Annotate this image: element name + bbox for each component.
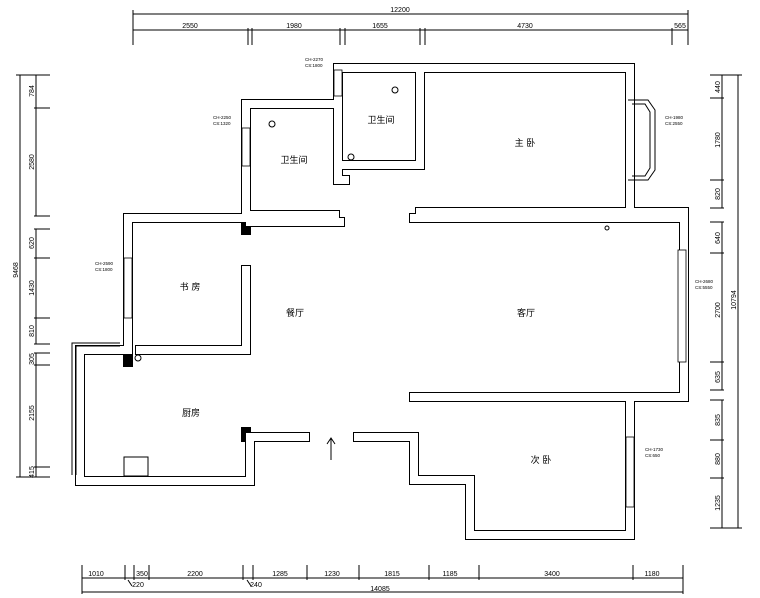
entrance-arrow-icon — [326, 437, 336, 460]
floor-drain-icon — [604, 225, 610, 231]
dim-bottom-1: 1010 — [88, 571, 104, 578]
room-label-second-bedroom: 次 卧 — [531, 454, 552, 466]
dim-bottom-7: 1185 — [442, 571, 457, 578]
right-dimensions: 440 1780 820 640 2700 635 835 880 1235 1… — [710, 74, 742, 529]
dim-right-6: 635 — [715, 371, 722, 383]
top-dimensions: 12200 2550 1980 1655 4730 565 — [132, 7, 689, 45]
window-bathroom-left — [241, 127, 251, 167]
dim-right-9: 1235 — [715, 495, 722, 511]
window-label-cs: CS:650 — [645, 453, 661, 458]
dim-bottom-sub-1: 220 — [132, 582, 144, 589]
dim-top-3: 1655 — [372, 23, 388, 30]
room-label-dining: 餐厅 — [286, 307, 304, 319]
walls — [71, 63, 689, 540]
window-label-cs: CS:1320 — [213, 121, 231, 126]
dim-bottom-4: 1285 — [272, 571, 288, 578]
dim-bottom-total: 14085 — [370, 586, 390, 593]
dim-top-2: 1980 — [286, 23, 302, 30]
dim-left-7: 2155 — [29, 405, 36, 421]
windows: CH-2270 CS:1800 CH-2250 CS:1320 CH-1980 … — [95, 57, 714, 508]
room-labels: 卫生间 卫生间 主 卧 书 房 餐厅 客厅 厨房 次 卧 — [180, 114, 552, 466]
dim-right-1: 440 — [715, 81, 722, 93]
window-bathroom-top — [333, 69, 343, 97]
dim-top-5: 565 — [674, 23, 686, 30]
dim-right-total: 10794 — [731, 290, 738, 310]
dim-right-7: 835 — [715, 414, 722, 426]
dim-bottom-5: 1230 — [324, 571, 340, 578]
floor-drain-icon — [391, 86, 399, 94]
dim-top-4: 4730 — [517, 23, 533, 30]
dim-right-5: 2700 — [715, 302, 722, 318]
window-second-bedroom — [625, 436, 635, 508]
fixtures — [134, 86, 610, 460]
room-label-kitchen: 厨房 — [182, 407, 200, 419]
window-label-cs: CS:5550 — [695, 285, 713, 290]
dim-top-total: 12200 — [390, 7, 410, 14]
left-dimensions: 784 2580 620 1430 810 305 2155 415 9468 — [13, 74, 50, 478]
dim-bottom-2: 350 — [136, 571, 148, 578]
window-label-ch: CH-2270 — [305, 57, 324, 62]
window-master-bay — [628, 99, 656, 181]
window-label-ch: CH-2680 — [695, 279, 714, 284]
dim-left-2: 2580 — [29, 154, 36, 170]
window-label-ch: CH-1730 — [645, 447, 664, 452]
window-label-cs: CS:1800 — [95, 267, 113, 272]
dim-top-1: 2550 — [182, 23, 198, 30]
dim-bottom-6: 1815 — [384, 571, 400, 578]
dim-left-1: 784 — [29, 85, 36, 97]
room-label-living: 客厅 — [517, 307, 535, 319]
room-label-bathroom: 卫生间 — [280, 154, 307, 166]
window-label-ch: CH-2250 — [213, 115, 232, 120]
dim-left-5: 810 — [29, 325, 36, 337]
bottom-dimensions: 1010 350 2200 1285 1230 1815 1185 3400 1… — [81, 565, 684, 594]
window-living — [677, 249, 687, 363]
floor-drain-icon — [268, 120, 276, 128]
window-study — [123, 257, 133, 319]
window-label-ch: CH-2590 — [95, 261, 114, 266]
window-label-ch: CH-1980 — [665, 115, 684, 120]
dim-left-total: 9468 — [13, 262, 20, 278]
floor-drain-icon — [134, 354, 142, 362]
dim-left-8: 415 — [29, 466, 36, 478]
dim-left-3: 620 — [29, 237, 36, 249]
dim-left-6: 305 — [29, 353, 36, 365]
window-label-cs: CS:1800 — [305, 63, 323, 68]
dim-left-4: 1430 — [29, 280, 36, 296]
room-label-study: 书 房 — [180, 281, 201, 293]
room-label-master-bedroom: 主 卧 — [515, 137, 536, 149]
window-label-cs: CS:2550 — [665, 121, 683, 126]
dim-right-2: 1780 — [715, 132, 722, 148]
dim-bottom-8: 3400 — [544, 571, 560, 578]
dim-bottom-9: 1180 — [644, 571, 659, 578]
dim-right-8: 880 — [715, 453, 722, 465]
dim-right-4: 640 — [715, 232, 722, 244]
floor-drain-icon — [347, 153, 355, 161]
dim-bottom-sub-2: 240 — [250, 582, 262, 589]
dim-bottom-3: 2200 — [187, 571, 203, 578]
room-label-bathroom: 卫生间 — [367, 114, 394, 126]
dim-right-3: 820 — [715, 188, 722, 200]
